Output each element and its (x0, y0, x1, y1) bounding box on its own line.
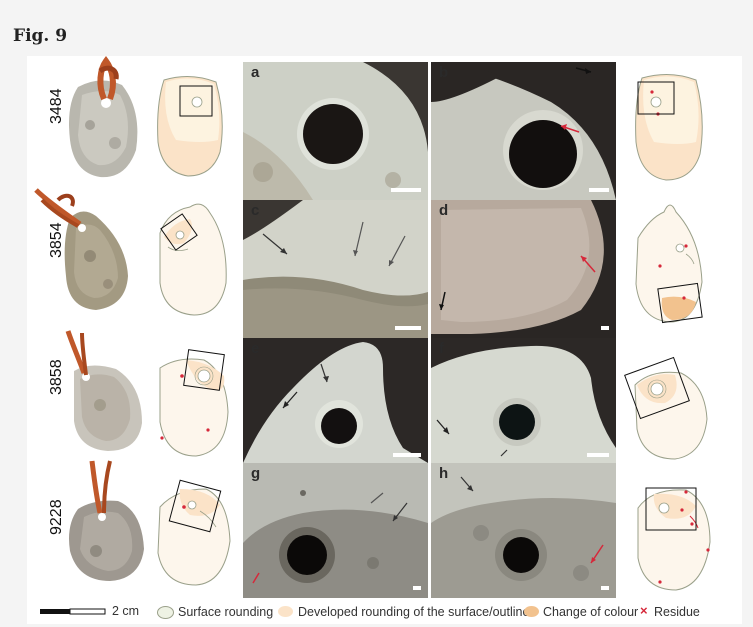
photo-panel-e: e (243, 338, 428, 463)
scale-bar-e (393, 453, 421, 457)
scale-bar-label: 2 cm (112, 604, 140, 618)
scale-bar-g (413, 586, 421, 590)
scale-bar-a (391, 188, 421, 192)
photo-panel-d: d (431, 200, 616, 338)
figure-title: Fig. 9 (13, 26, 68, 46)
scale-bar-d (601, 326, 609, 330)
schematic-right-2 (635, 204, 703, 324)
panel-label-d: d (439, 202, 449, 219)
schematic-3 (159, 349, 229, 457)
photo-panel-a: a (243, 62, 428, 200)
panel-label-h: h (439, 465, 449, 482)
panel-label-b: b (439, 64, 449, 81)
legend-residue-icon: × (640, 603, 648, 618)
scale-bar-c (395, 326, 421, 330)
pendant-photo-3 (65, 330, 142, 451)
schematic-1 (157, 76, 223, 177)
panel-label-f: f (439, 340, 444, 357)
scale-bar-b (589, 188, 609, 192)
schematic-2 (159, 203, 227, 316)
legend-label-residue: Residue (654, 605, 700, 619)
photo-panel-h: h (431, 463, 616, 598)
schematic-right-4 (637, 487, 711, 591)
pendant-photo-4 (69, 460, 144, 581)
pendant-photo-2 (34, 188, 128, 310)
schematic-4 (157, 479, 231, 586)
photo-panel-g: g (243, 463, 428, 598)
panel-label-a: a (251, 64, 260, 81)
legend-swatch-surface-rounding (157, 606, 174, 619)
schematic-right-3 (624, 356, 708, 460)
pendant-photo-1 (69, 55, 138, 178)
panel-label-g: g (251, 465, 261, 482)
legend-label-surface-rounding: Surface rounding (178, 605, 274, 619)
panel-label-e: e (251, 340, 260, 357)
schematic-right-1 (635, 74, 703, 181)
scale-bar-h (601, 586, 609, 590)
scale-bar-f (587, 453, 609, 457)
legend-swatch-developed-rounding (278, 606, 293, 617)
photo-panel-c: c (243, 200, 428, 338)
legend-label-developed-rounding: Developed rounding of the surface/outlin… (298, 605, 530, 619)
photo-panel-b: b (431, 62, 616, 200)
panel-label-c: c (251, 202, 260, 219)
legend-swatch-change-of-colour (524, 606, 539, 617)
legend-label-change-of-colour: Change of colour (543, 605, 639, 619)
photo-panel-f: f (431, 338, 616, 463)
scale-bar (40, 608, 106, 615)
